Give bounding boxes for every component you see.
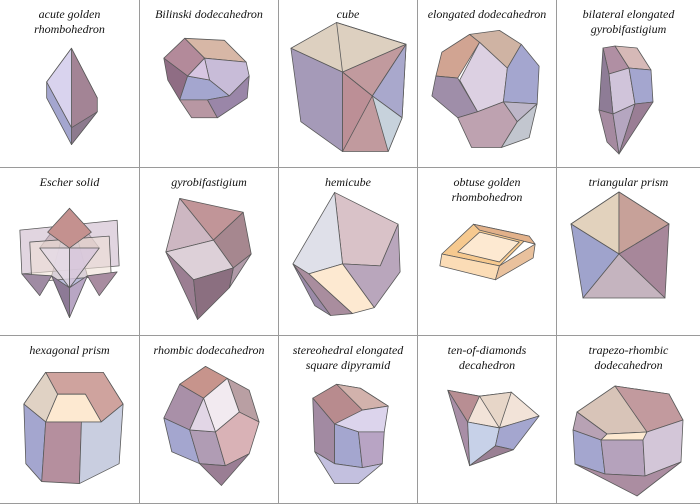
- trapezo-rhombic-dodecahedron-icon: [572, 385, 684, 497]
- ten-of-diamonds-icon: [447, 389, 540, 467]
- cell-bilinski-dodecahedron[interactable]: Bilinski dodecahedron: [140, 0, 279, 168]
- cell-label: rhombic dodecahedron: [153, 343, 265, 357]
- cell-ten-of-diamonds[interactable]: ten-of-diamonds decahedron: [418, 336, 557, 504]
- cell-label: obtuse golden rhombohedron: [451, 175, 523, 204]
- hemicube-icon: [292, 192, 401, 316]
- cell-hemicube[interactable]: hemicube: [279, 168, 418, 336]
- hexagonal-prism-icon: [23, 371, 124, 484]
- cell-triangular-prism[interactable]: triangular prism: [557, 168, 700, 336]
- gyrobifastigium-icon: [165, 197, 252, 320]
- stereohedral-dipyramid-icon: [312, 383, 389, 484]
- cell-label: cube: [336, 7, 360, 21]
- cube-icon: [290, 22, 407, 152]
- elongated-dodecahedron-icon: [431, 29, 540, 148]
- cell-acute-golden-rhombohedron[interactable]: acute golden rhombohedron: [0, 0, 140, 168]
- cell-stereohedral-dipyramid[interactable]: stereohedral elongated square dipyramid: [279, 336, 418, 504]
- cell-label: stereohedral elongated square dipyramid: [292, 343, 404, 372]
- cell-label: bilateral elongated gyrobifastigium: [582, 7, 675, 36]
- cell-label: Escher solid: [39, 175, 100, 189]
- cell-escher-solid[interactable]: Escher solid: [0, 168, 140, 336]
- cell-label: acute golden rhombohedron: [34, 7, 105, 36]
- cell-label: hexagonal prism: [29, 343, 110, 357]
- cell-cube[interactable]: cube: [279, 0, 418, 168]
- cell-label: hemicube: [325, 175, 371, 189]
- escher-solid-icon: [19, 207, 120, 318]
- cell-label: gyrobifastigium: [171, 175, 247, 189]
- cell-label: ten-of-diamonds decahedron: [447, 343, 527, 372]
- cell-gyrobifastigium[interactable]: gyrobifastigium: [140, 168, 279, 336]
- cell-label: Bilinski dodecahedron: [155, 7, 263, 21]
- cell-rhombic-dodecahedron[interactable]: rhombic dodecahedron: [140, 336, 279, 504]
- cell-obtuse-golden-rhombohedron[interactable]: obtuse golden rhombohedron: [418, 168, 557, 336]
- cell-label: trapezo-rhombic dodecahedron: [588, 343, 669, 372]
- bilinski-dodecahedron-icon: [163, 37, 250, 119]
- gyrobifastigium-elongated-icon: [598, 45, 654, 155]
- cell-hexagonal-prism[interactable]: hexagonal prism: [0, 336, 140, 504]
- cell-elongated-dodecahedron[interactable]: elongated dodecahedron: [418, 0, 557, 168]
- obtuse-golden-rhombohedron-icon: [439, 223, 536, 281]
- acute-golden-rhombohedron-icon: [46, 47, 98, 145]
- cell-gyrobifastigium-elongated[interactable]: bilateral elongated gyrobifastigium: [557, 0, 700, 168]
- rhombic-dodecahedron-icon: [163, 365, 260, 486]
- triangular-prism-icon: [570, 191, 670, 299]
- cell-label: triangular prism: [588, 175, 669, 189]
- cell-trapezo-rhombic-dodecahedron[interactable]: trapezo-rhombic dodecahedron: [557, 336, 700, 504]
- cell-label: elongated dodecahedron: [427, 7, 547, 21]
